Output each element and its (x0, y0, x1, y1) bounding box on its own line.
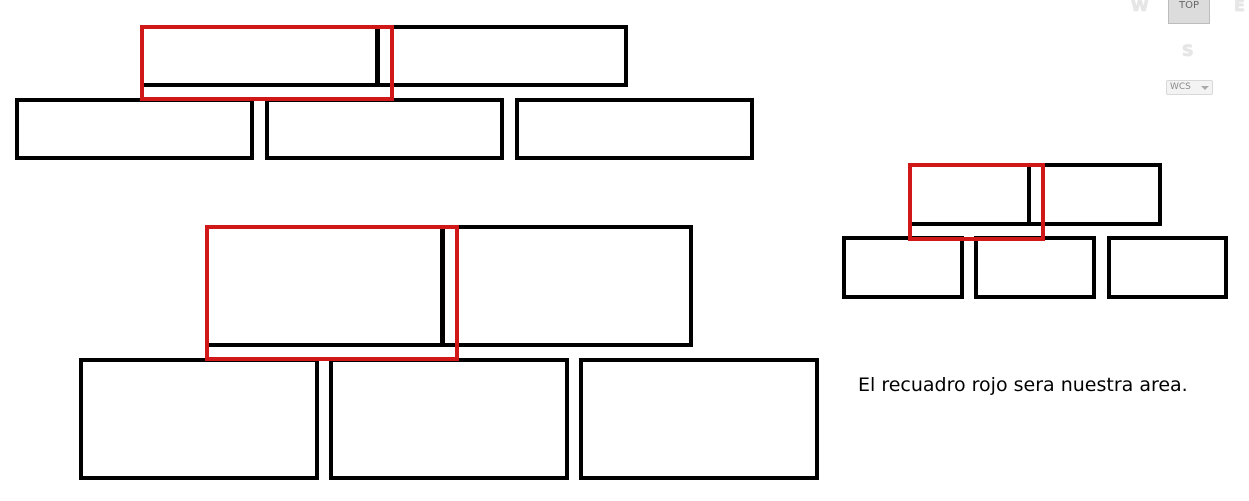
brick (79, 358, 319, 480)
brick (441, 225, 693, 347)
ucs-label: WCS (1170, 82, 1191, 92)
brick (265, 98, 504, 160)
ucs-dropdown[interactable]: WCS (1166, 80, 1213, 95)
brick (376, 25, 628, 87)
brick (515, 98, 754, 160)
red-area-outline (140, 25, 394, 101)
brick (1107, 236, 1228, 299)
viewcube-south-label[interactable]: S (1182, 41, 1194, 60)
brick (1027, 163, 1162, 226)
red-area-outline (205, 225, 459, 361)
brick (15, 98, 254, 160)
viewcube-west-label[interactable]: W (1131, 0, 1149, 15)
viewcube-top-face[interactable]: TOP (1168, 0, 1210, 24)
brick (579, 358, 819, 480)
chevron-down-icon (1201, 86, 1209, 90)
red-area-outline (908, 163, 1045, 241)
brick (974, 236, 1096, 299)
brick (842, 236, 964, 299)
caption-text: El recuadro rojo sera nuestra area. (858, 374, 1188, 396)
brick (329, 358, 569, 480)
viewcube-east-label[interactable]: E (1234, 0, 1245, 15)
